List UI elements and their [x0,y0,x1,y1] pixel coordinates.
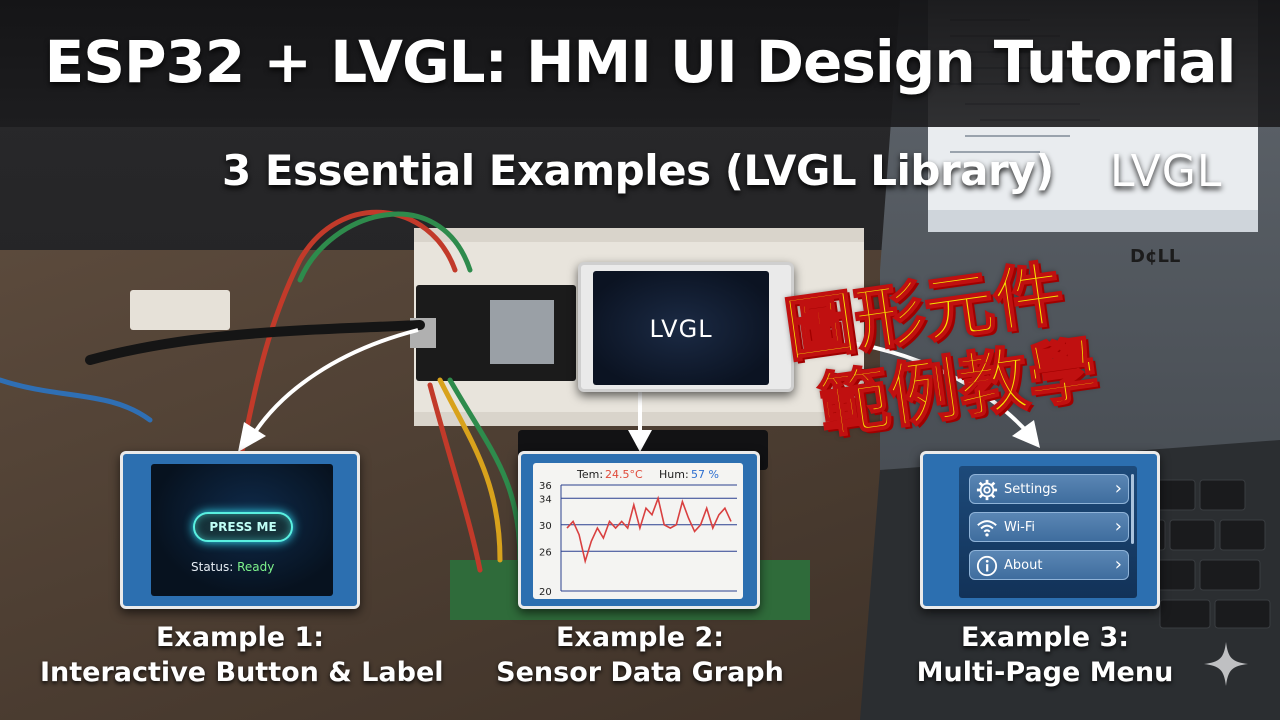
temp-label: Tem: [576,468,603,481]
y-tick-label: 30 [539,521,552,532]
example2-caption-title: Example 2: [555,622,725,653]
subtitle: 3 Essential Examples (LVGL Library) [222,146,1054,195]
svg-text:D¢LL: D¢LL [1130,246,1180,267]
chevron-right-icon: › [1114,554,1122,575]
example2-caption-desc: Sensor Data Graph [496,657,784,688]
y-tick-label: 20 [539,587,552,598]
menu-item-settings-label: Settings [1004,482,1058,497]
example1-caption-desc: Interactive Button & Label [40,657,444,688]
example1-caption: Example 1: Interactive Button & Label [40,620,444,690]
example1-screen: PRESS ME Status: Ready [151,464,333,596]
example2-caption: Example 2: Sensor Data Graph [480,620,800,690]
lvgl-brand-logo: LVGL [1110,146,1223,197]
y-tick-label: 34 [539,494,552,505]
status-label: Status: Ready [191,560,274,574]
menu-item-settings[interactable]: Settings › [969,474,1129,504]
example3-screen: Settings › Wi-Fi › About › [959,466,1137,598]
temp-value: 24.5°C [605,468,643,481]
center-display-label: LVGL [649,315,713,343]
menu-item-wifi-label: Wi-Fi [1004,520,1036,535]
status-label-text: Status: [191,560,234,574]
menu-item-wifi[interactable]: Wi-Fi › [969,512,1129,542]
page-title: ESP32 + LVGL: HMI UI Design Tutorial [44,28,1237,96]
press-me-button[interactable]: PRESS ME [193,512,293,542]
info-icon [976,555,998,577]
example1-display: PRESS ME Status: Ready [120,451,360,609]
example3-caption: Example 3: Multi-Page Menu [890,620,1200,690]
sparkle-icon [1204,642,1248,686]
example3-display: Settings › Wi-Fi › About › [920,451,1160,609]
center-display-screen: LVGL [593,271,769,385]
example2-screen: Tem: 24.5°C Hum: 57 % 36 34 30 26 20 [533,463,743,599]
chevron-right-icon: › [1114,516,1122,537]
example1-caption-title: Example 1: [155,622,325,653]
title-bar [0,0,1280,127]
y-tick-label: 26 [539,547,552,558]
center-display: LVGL [578,262,794,392]
chart-series-line-0 [566,495,732,565]
example2-display: Tem: 24.5°C Hum: 57 % 36 34 30 26 20 [518,451,760,609]
menu-scrollbar[interactable] [1131,474,1134,544]
menu-item-about[interactable]: About › [969,550,1129,580]
y-tick-label: 36 [539,481,552,492]
chevron-right-icon: › [1114,478,1122,499]
status-value: Ready [237,560,275,574]
menu-item-about-label: About [1004,558,1043,573]
wifi-icon [977,520,997,537]
gear-icon [976,479,998,501]
sensor-line-chart: Tem: 24.5°C Hum: 57 % 36 34 30 26 20 [539,468,737,598]
hum-label: Hum: [659,468,689,481]
example3-caption-desc: Multi-Page Menu [916,657,1174,688]
hum-value: 57 % [691,468,719,481]
example3-caption-title: Example 3: [960,622,1130,653]
